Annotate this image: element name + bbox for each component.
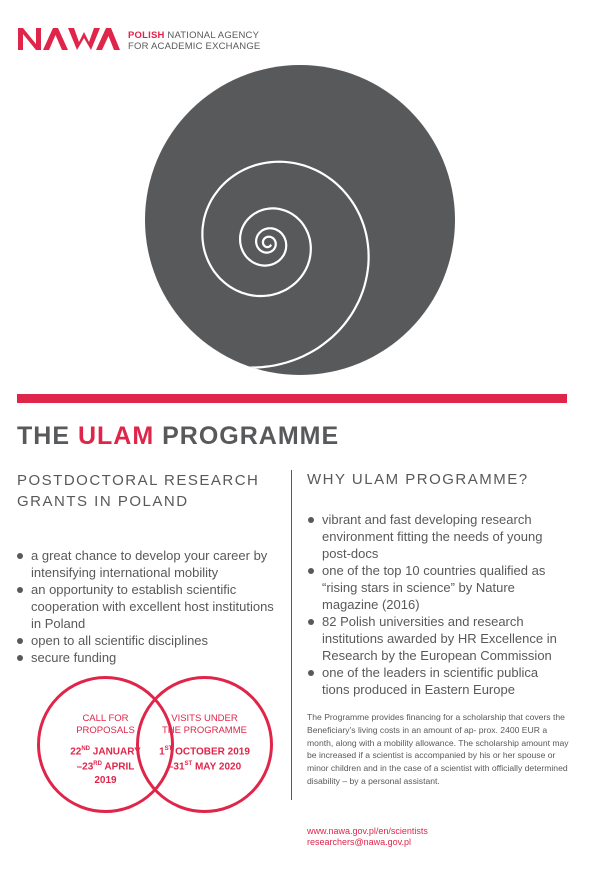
email-link[interactable]: researchers@nawa.gov.pl: [307, 837, 412, 847]
agency-line1: NATIONAL AGENCY: [164, 30, 260, 41]
agency-name: POLISH NATIONAL AGENCY FOR ACADEMIC EXCH…: [128, 30, 260, 52]
left-subtitle: POSTDOCTORAL RESEARCH GRANTS IN POLAND: [17, 472, 260, 510]
left-bullet-list: a great chance to develop your career by…: [17, 547, 287, 666]
list-item: open to all scientific disciplines: [17, 632, 287, 649]
title-suffix: PROGRAMME: [154, 422, 340, 450]
list-item: an opportunity to establish scientific c…: [17, 581, 287, 632]
title-highlight: ULAM: [77, 422, 155, 450]
page-title: THE ULAM PROGRAMME: [17, 422, 339, 451]
list-item: a great chance to develop your career by…: [17, 547, 287, 581]
scholarship-description: The Programme provides financing for a s…: [307, 712, 569, 786]
spiral-line: [145, 81, 370, 369]
website-link[interactable]: www.nawa.gov.pl/en/scientists: [307, 826, 428, 836]
list-item: 82 Polish universities and research inst…: [308, 613, 568, 664]
column-divider: [291, 470, 292, 800]
visits-dates: 1ST OCTOBER 2019 –31ST MAY 2020: [159, 746, 250, 773]
spiral-illustration: [145, 65, 455, 375]
list-item: vibrant and fast developing research env…: [308, 511, 568, 562]
right-bullet-list: vibrant and fast developing research env…: [308, 511, 568, 698]
title-prefix: THE: [17, 422, 78, 450]
call-dates: 22ND JANUARY –23RD APRIL 2019: [70, 746, 141, 786]
contact-links: www.nawa.gov.pl/en/scientists researcher…: [307, 826, 428, 848]
nawa-logo: [18, 28, 120, 50]
agency-bold: POLISH: [128, 30, 165, 41]
right-heading: WHY ULAM PROGRAMME?: [307, 471, 529, 488]
list-item: secure funding: [17, 649, 287, 666]
list-item: one of the top 10 countries qualified as…: [308, 562, 568, 613]
agency-line2: FOR ACADEMIC EXCHANGE: [128, 41, 261, 52]
red-divider-bar: [17, 394, 567, 403]
list-item: one of the leaders in scientific publica…: [308, 664, 568, 698]
